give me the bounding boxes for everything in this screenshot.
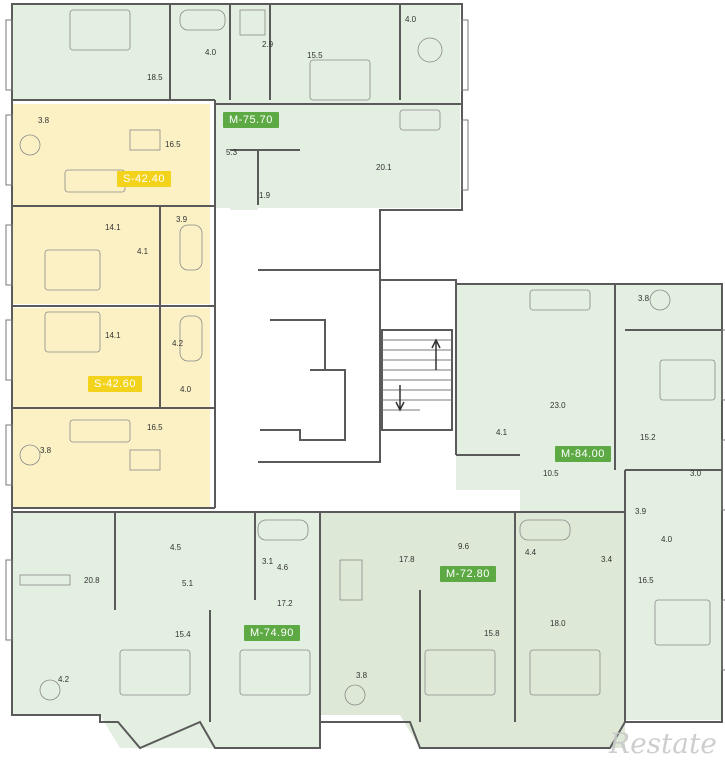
room-area-label: 4.2 [172,339,184,348]
room-area-label: 18.0 [550,619,566,628]
furniture [19,9,716,706]
room-area-label: 16.5 [638,576,654,585]
room-area-label: 9.6 [458,542,470,551]
room-area-label: 3.8 [40,446,52,455]
room-area-label: 15.8 [484,629,500,638]
room-area-label: 16.5 [147,423,163,432]
apartment-badge-m7490: M-74.90 [244,625,300,641]
room-area-label: 14.1 [105,331,121,340]
room-area-label: 4.5 [170,543,182,552]
room-area-label: 1.9 [259,191,271,200]
interior-walls [12,4,722,722]
room-area-label: 3.8 [38,116,50,125]
apartment-badge-m75: M-75.70 [223,112,279,128]
area-m7280 [320,512,625,748]
room-area-label: 20.1 [376,163,392,172]
room-area-label: 4.0 [661,535,673,544]
room-area-label: 3.4 [601,555,613,564]
area-m7490 [12,512,320,748]
area-s4240 [12,104,210,304]
room-area-label: 4.1 [137,247,149,256]
room-area-label: 20.8 [84,576,100,585]
room-area-label: 3.8 [356,671,368,680]
room-area-label: 3.9 [635,507,647,516]
apartment-badge-m84: M-84.00 [555,446,611,462]
room-area-label: 5.1 [182,579,194,588]
room-area-label: 17.8 [399,555,415,564]
room-area-label: 3.1 [262,557,274,566]
room-area-label: 3.0 [690,469,702,478]
stairwell [381,329,453,431]
room-area-label: 18.5 [147,73,163,82]
watermark-text: Restate [609,727,717,760]
outer-walls [5,3,725,750]
room-area-label: 14.1 [105,223,121,232]
room-area-label: 23.0 [550,401,566,410]
room-area-label: 4.4 [525,548,537,557]
apartment-badge-s4260: S-42.60 [88,376,143,392]
apartment-badge-m7280: M-72.80 [440,566,496,582]
room-area-label: 4.1 [496,428,508,437]
room-area-label: 3.9 [176,215,188,224]
room-area-label: 15.5 [307,51,323,60]
room-area-label: 17.2 [277,599,293,608]
room-area-label: 15.2 [640,433,656,442]
apartment-badge-s4240: S-42.40 [117,171,172,187]
room-area-label: 4.0 [180,385,192,394]
area-m75 [12,4,460,210]
room-area-label: 2.9 [262,40,274,49]
room-area-label: 15.4 [175,630,191,639]
area-m84 [456,284,722,720]
room-area-label: 4.6 [277,563,289,572]
core [258,269,381,463]
room-area-labels: 18.5 4.0 2.9 15.5 4.0 5.3 20.1 1.9 3.8 16.5 3.9 14.… [38,15,702,684]
room-area-label: 4.0 [405,15,417,24]
room-area-label: 5.3 [226,148,238,157]
room-area-label: 4.0 [205,48,217,57]
room-area-label: 10.5 [543,469,559,478]
room-area-label: 3.8 [638,294,650,303]
room-area-label: 4.2 [58,675,70,684]
room-area-label: 16.5 [165,140,181,149]
